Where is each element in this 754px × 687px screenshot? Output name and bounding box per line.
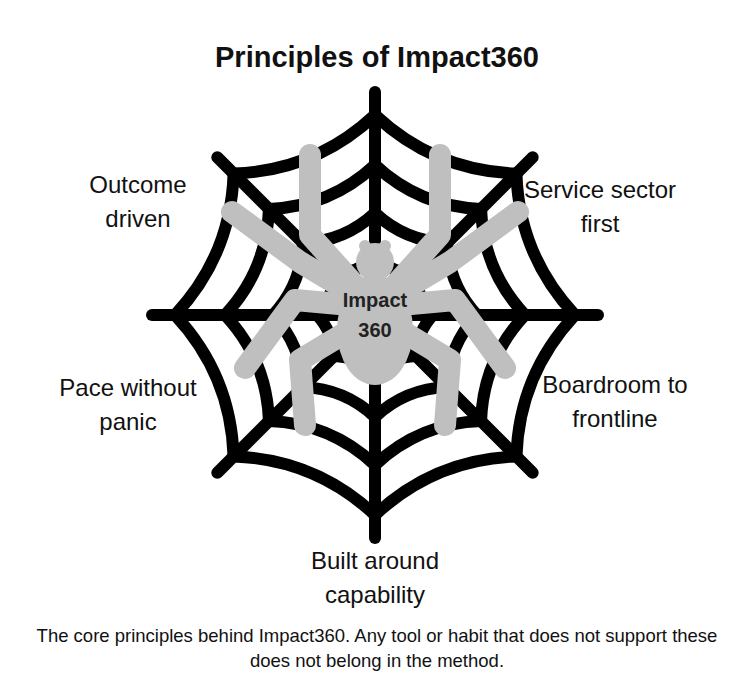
principle-label: Built around capability bbox=[275, 544, 475, 612]
web-ring bbox=[175, 115, 575, 515]
web-ring bbox=[225, 165, 525, 465]
principle-label: Service sector first bbox=[515, 173, 685, 241]
principle-label: Pace without panic bbox=[28, 371, 228, 439]
principle-label: Boardroom to frontline bbox=[530, 368, 700, 436]
spider-body: Impact 360 bbox=[337, 275, 413, 385]
diagram-caption: The core principles behind Impact360. An… bbox=[17, 623, 737, 673]
diagram-title: Principles of Impact360 bbox=[215, 41, 539, 74]
principle-label: Outcome driven bbox=[58, 168, 218, 236]
node-label: Impact 360 bbox=[337, 275, 413, 345]
